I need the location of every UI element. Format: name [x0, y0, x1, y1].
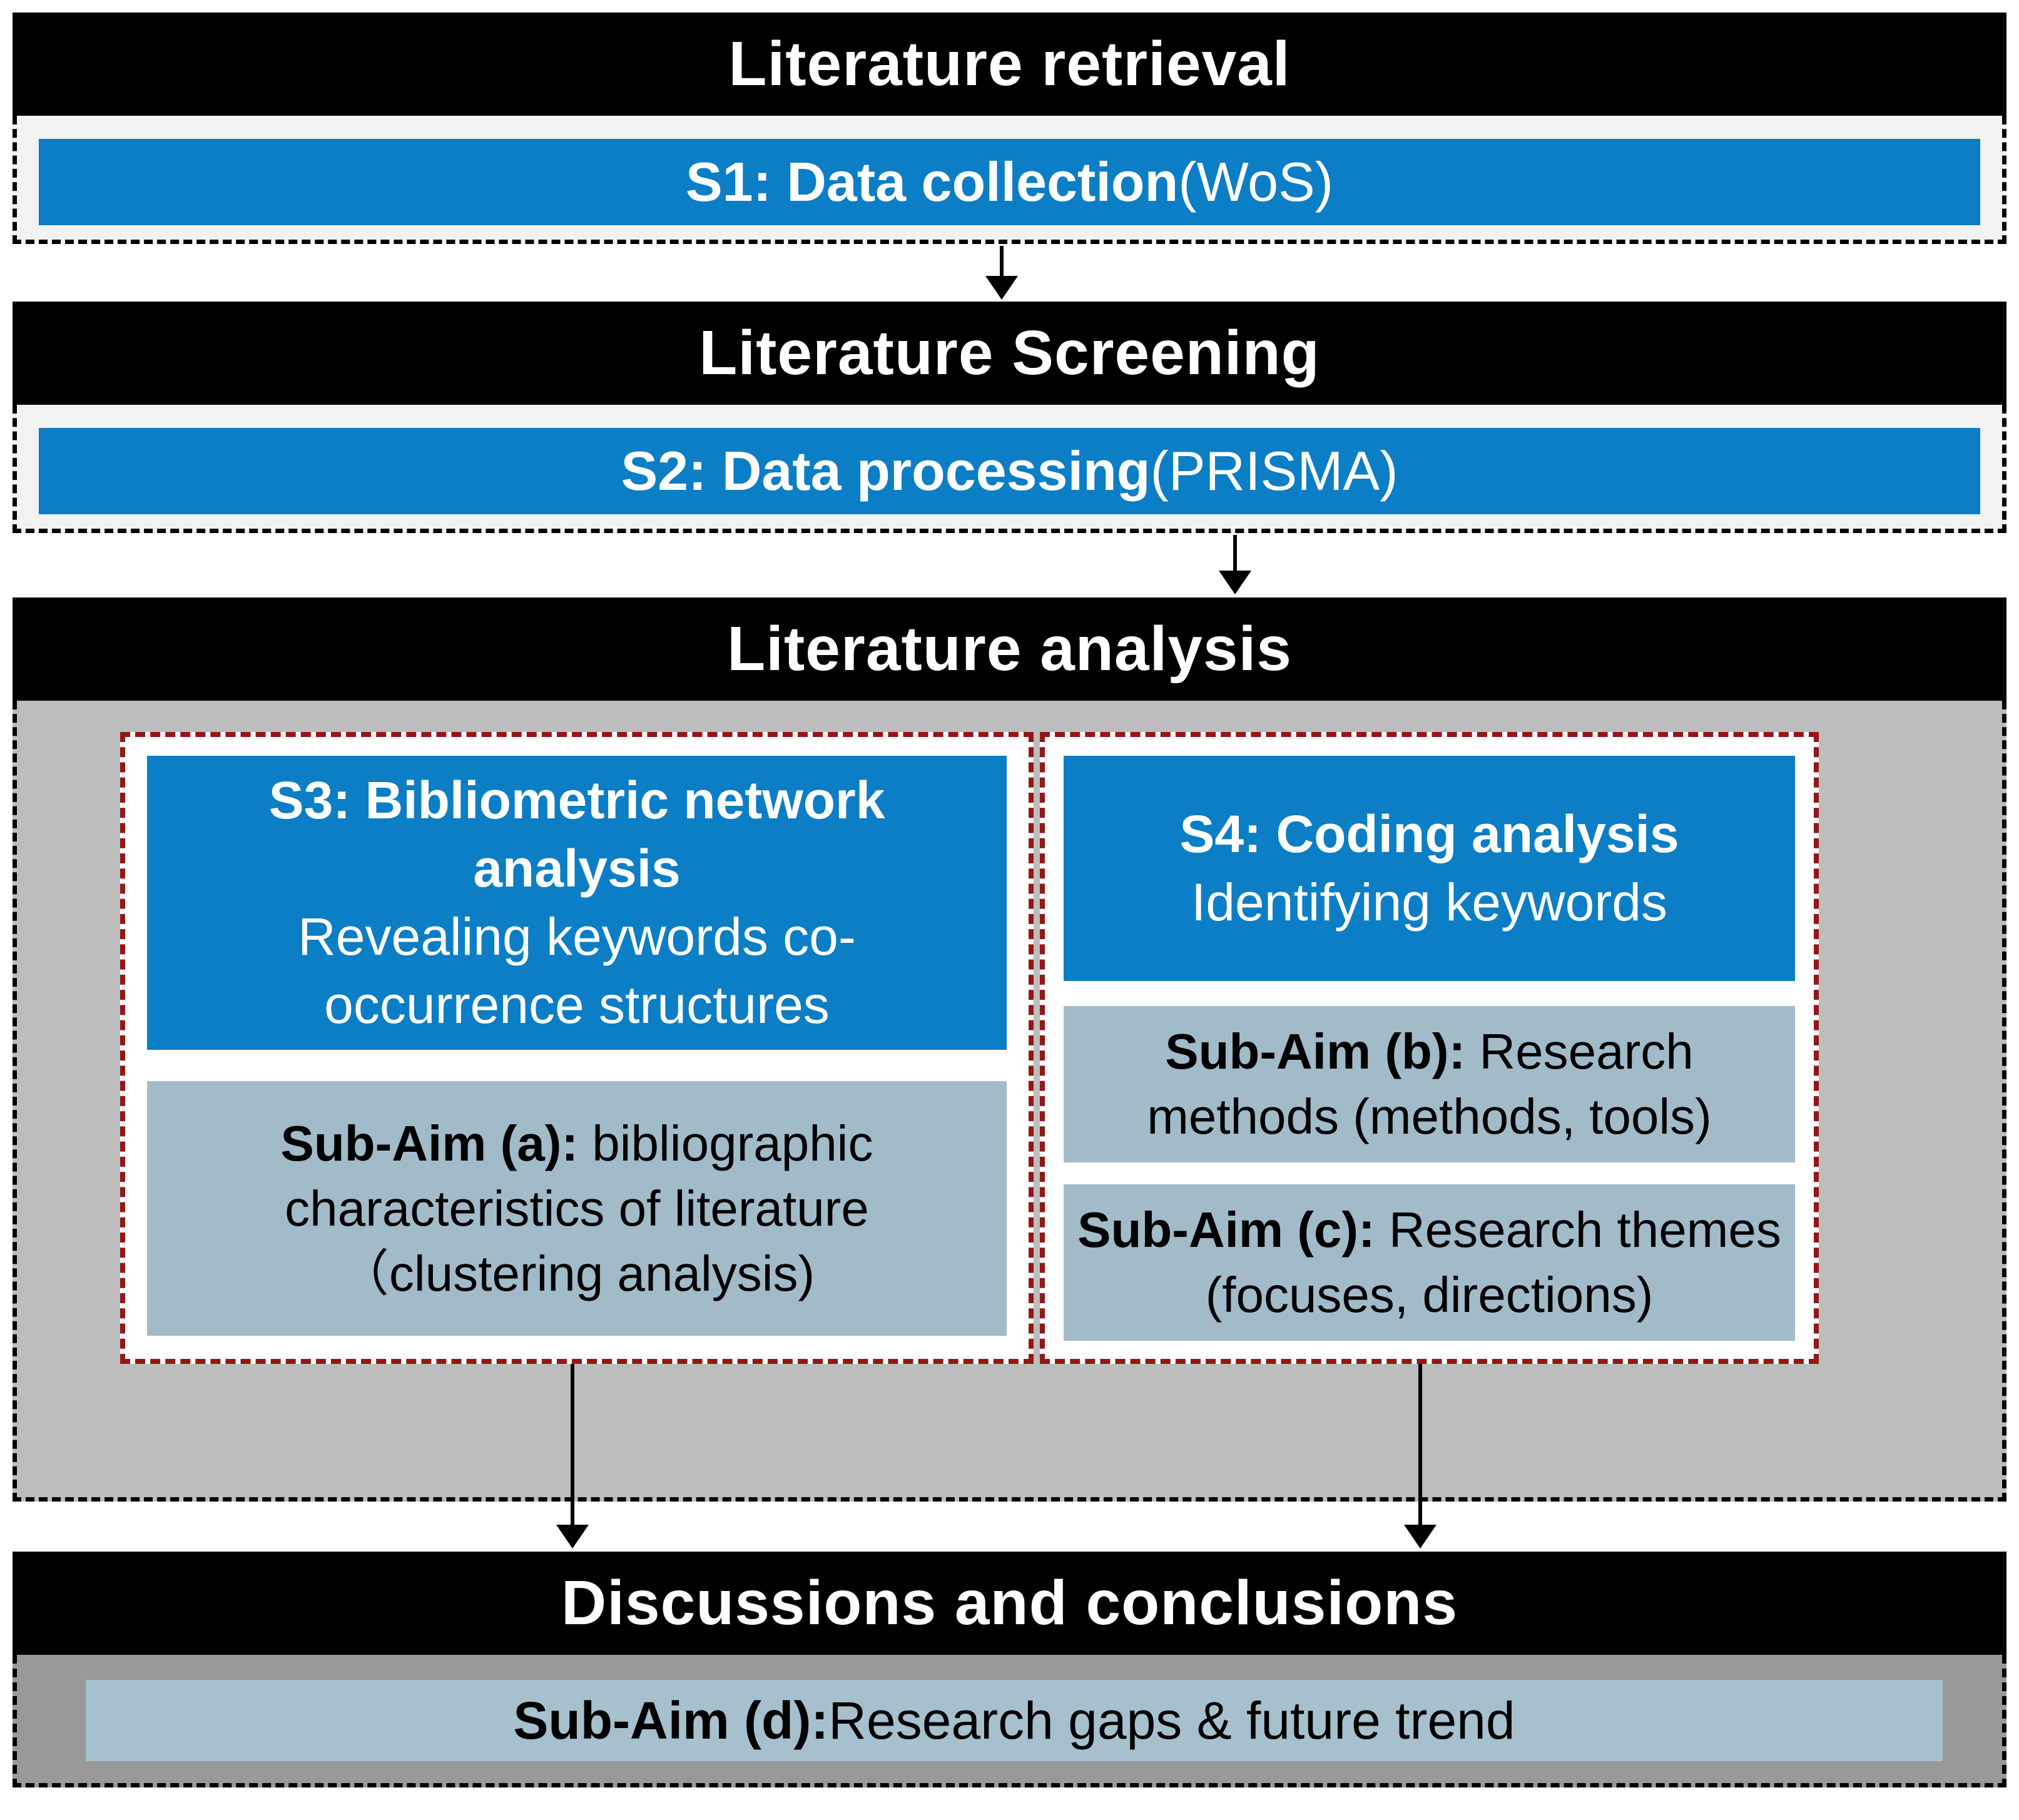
subaim-a-desc: bibliographic characteristics of literat… — [285, 1115, 873, 1301]
section-discussion-title: Discussions and conclusions — [561, 1568, 1458, 1638]
arrow-shaft — [1233, 535, 1237, 572]
step-s1-bar: S1: Data collection (WoS) — [39, 139, 1980, 225]
s4-title: S4: Coding analysis — [1179, 804, 1679, 863]
subaim-d-bar: Sub-Aim (d): Research gaps & future tren… — [86, 1680, 1943, 1761]
arrow-head-icon — [1404, 1525, 1437, 1548]
bibliometric-analysis-box: S3: Bibliometric network analysis Reveal… — [120, 732, 1034, 1364]
arrow-shaft — [571, 1364, 574, 1526]
section-discussion-body: Sub-Aim (d): Research gaps & future tren… — [13, 1655, 2006, 1787]
section-retrieval-title: Literature retrieval — [728, 29, 1291, 99]
s4-head-box: S4: Coding analysis Identifying keywords — [1064, 756, 1795, 981]
subaim-b-text: Sub-Aim (b): Research methods (methods, … — [1073, 1019, 1786, 1149]
subaim-c-desc: Research themes (focuses, directions) — [1205, 1202, 1781, 1323]
arrow-head-icon — [556, 1525, 589, 1548]
subaim-b-box: Sub-Aim (b): Research methods (methods, … — [1064, 1006, 1795, 1162]
s3-head-box: S3: Bibliometric network analysis Reveal… — [147, 756, 1007, 1050]
arrow-head-icon — [985, 276, 1018, 300]
subaim-d-desc: Research gaps & future trend — [828, 1690, 1515, 1750]
arrow-head-icon — [1219, 571, 1251, 594]
section-retrieval-body: S1: Data collection (WoS) — [13, 116, 2006, 244]
s3-subtitle: Revealing keywords co-occurrence structu… — [298, 907, 856, 1035]
arrow-shaft — [1418, 1364, 1422, 1526]
subaim-a-box: Sub-Aim (a): bibliographic characteristi… — [147, 1081, 1007, 1336]
step-s2-suffix: (PRISMA) — [1150, 440, 1398, 502]
subaim-c-box: Sub-Aim (c): Research themes (focuses, d… — [1064, 1184, 1795, 1341]
coding-analysis-box: S4: Coding analysis Identifying keywords… — [1040, 732, 1819, 1364]
section-discussion-header: Discussions and conclusions — [13, 1552, 2006, 1655]
subaim-b-label: Sub-Aim (b): — [1165, 1024, 1466, 1079]
section-screening-title: Literature Screening — [699, 318, 1320, 388]
arrow-shaft — [1000, 246, 1004, 277]
subaim-b-desc: Research methods (methods, tools) — [1147, 1024, 1712, 1144]
section-screening-header: Literature Screening — [13, 302, 2006, 405]
section-screening-body: S2: Data processing (PRISMA) — [13, 405, 2006, 533]
s4-subtitle: Identifying keywords — [1191, 873, 1668, 932]
step-s2-bar: S2: Data processing (PRISMA) — [39, 428, 1980, 514]
subaim-a-label: Sub-Aim (a): — [280, 1115, 579, 1171]
subaim-d-label: Sub-Aim (d): — [513, 1690, 829, 1750]
subaim-c-label: Sub-Aim (c): — [1077, 1202, 1375, 1258]
step-s1-label: S1: Data collection — [685, 151, 1179, 213]
section-analysis-body: S3: Bibliometric network analysis Reveal… — [13, 701, 2006, 1502]
step-s1-suffix: (WoS) — [1178, 151, 1334, 213]
subaim-a-text: Sub-Aim (a): bibliographic characteristi… — [185, 1111, 969, 1306]
subaim-c-text: Sub-Aim (c): Research themes (focuses, d… — [1073, 1197, 1786, 1328]
s3-title: S3: Bibliometric network analysis — [268, 770, 885, 898]
section-retrieval-header: Literature retrieval — [13, 13, 2006, 116]
section-analysis-header: Literature analysis — [13, 597, 2006, 701]
section-analysis-title: Literature analysis — [727, 614, 1292, 684]
step-s2-label: S2: Data processing — [621, 440, 1151, 502]
